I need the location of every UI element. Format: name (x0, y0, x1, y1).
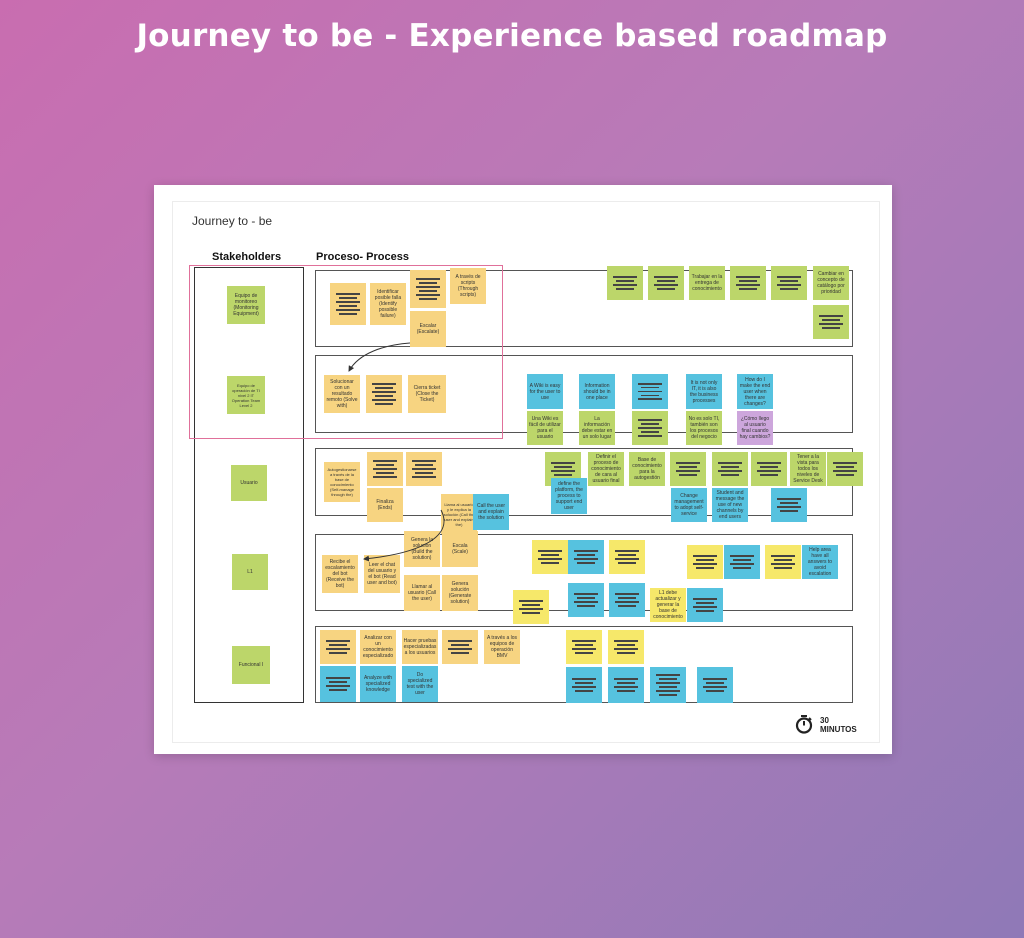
timer: 30 MINUTOS (794, 712, 874, 738)
process-header: Proceso- Process (316, 251, 409, 263)
sticky-note[interactable]: ¿Cómo llego al usuario final cuando hay … (737, 411, 773, 445)
sticky-note[interactable]: How do I make the end user when there ar… (737, 374, 773, 409)
sticky-note[interactable]: Cierra ticket (Close the Ticket) (408, 375, 446, 413)
whiteboard: Journey to - be Stakeholders Proceso- Pr… (154, 185, 892, 754)
sticky-note[interactable] (568, 583, 604, 617)
sticky-note[interactable] (771, 488, 807, 522)
sticky-note[interactable]: define the platform, the process to supp… (551, 478, 587, 514)
sticky-note[interactable]: Help area have all answers to avoid esca… (802, 545, 838, 579)
sticky-note[interactable] (366, 375, 402, 413)
stopwatch-icon (795, 715, 813, 734)
sticky-note[interactable] (670, 452, 706, 486)
sticky-note[interactable] (608, 630, 644, 664)
sticky-note[interactable]: Llamar al usuario (Call the user) (404, 575, 440, 611)
sticky-note[interactable]: Definir el proceso de conocimiento de ca… (588, 452, 624, 486)
sticky-note[interactable]: Autogestionarse a través de la base de c… (324, 462, 360, 502)
sticky-note[interactable]: Cambiar en concepto de catálogo por prio… (813, 266, 849, 300)
stakeholder-note[interactable]: Equipo de operación de TI nivel 2 IT Ope… (227, 376, 265, 414)
sticky-note[interactable]: Analizar con un conocimiento especializa… (360, 630, 396, 664)
sticky-note[interactable] (607, 266, 643, 300)
sticky-note[interactable] (632, 411, 668, 445)
sticky-note[interactable] (320, 630, 356, 664)
sticky-note[interactable]: Identificar posible falla (Identify poss… (370, 283, 406, 325)
sticky-note[interactable]: Una Wiki es fácil de utilizar para el us… (527, 411, 563, 445)
page-title: Journey to be - Experience based roadmap (136, 18, 888, 54)
sticky-note[interactable] (442, 630, 478, 664)
sticky-note[interactable] (632, 374, 668, 409)
sticky-note[interactable] (532, 540, 568, 574)
timer-unit: MINUTOS (820, 725, 857, 734)
stakeholder-note[interactable]: L1 (232, 554, 268, 590)
sticky-note[interactable] (730, 266, 766, 300)
sticky-note[interactable] (410, 270, 446, 308)
sticky-note[interactable] (813, 305, 849, 339)
sticky-note[interactable]: Student and message the use of new chann… (712, 488, 748, 522)
board-frame (172, 201, 880, 743)
stakeholders-header: Stakeholders (212, 251, 282, 263)
sticky-note[interactable]: Information should be in one place (579, 374, 615, 409)
sticky-note[interactable] (609, 540, 645, 574)
sticky-note[interactable] (367, 452, 403, 486)
sticky-note[interactable] (712, 452, 748, 486)
sticky-note[interactable] (827, 452, 863, 486)
sticky-note[interactable] (650, 667, 686, 703)
sticky-note[interactable]: Tener a la vista para todos los niveles … (790, 452, 826, 486)
sticky-note[interactable]: Genera la solución (Build the solution) (404, 531, 440, 567)
sticky-note[interactable]: Finaliza (Ends) (367, 488, 403, 522)
sticky-note[interactable] (608, 667, 644, 703)
stakeholder-note[interactable]: Funcional I (232, 646, 270, 684)
sticky-note[interactable] (566, 630, 602, 664)
swimlane-1 (315, 270, 853, 347)
sticky-note[interactable] (609, 583, 645, 617)
sticky-note[interactable]: Base de conocimiento para la autogestión (629, 452, 665, 486)
sticky-note[interactable] (513, 590, 549, 624)
timer-value: 30 (820, 716, 829, 725)
highlight-frame (189, 265, 503, 439)
sticky-note[interactable]: It is not only IT, it is also the busine… (686, 374, 722, 409)
sticky-note[interactable]: Analyze with specialized knowledge (360, 666, 396, 702)
sticky-note[interactable]: L1 debe actualizar y generar la base de … (650, 588, 686, 622)
sticky-note[interactable] (648, 266, 684, 300)
sticky-note[interactable]: A Wiki is easy for the user to use (527, 374, 563, 409)
sticky-note[interactable] (724, 545, 760, 579)
timer-label: 30 MINUTOS (820, 716, 857, 734)
stakeholder-note[interactable]: Usuario (231, 465, 267, 501)
sticky-note[interactable]: A través a los equipos de operación BMV (484, 630, 520, 664)
sticky-note[interactable] (687, 545, 723, 579)
sticky-note[interactable]: Escalar (Escalate) (410, 311, 446, 347)
sticky-note[interactable] (697, 667, 733, 703)
sticky-note[interactable] (406, 452, 442, 486)
sticky-note[interactable] (771, 266, 807, 300)
sticky-note[interactable]: Solucionar con un resultado remoto (Solv… (324, 375, 360, 413)
sticky-note[interactable]: Genera solución (Generate solution) (442, 575, 478, 611)
sticky-note[interactable]: Change management to adopt self-service (671, 488, 707, 522)
sticky-note[interactable]: Llama al usuario y le explica la solució… (441, 494, 477, 534)
sticky-note[interactable]: Escala (Scale) (442, 531, 478, 567)
sticky-note[interactable] (765, 545, 801, 579)
sticky-note[interactable] (568, 540, 604, 574)
sticky-note[interactable] (687, 588, 723, 622)
sticky-note[interactable] (330, 283, 366, 325)
sticky-note[interactable]: La información debe estar en un solo lug… (579, 411, 615, 445)
sticky-note[interactable]: Leer el chat del usuario y el bot (Read … (364, 555, 400, 593)
sticky-note[interactable] (566, 667, 602, 703)
board-title: Journey to - be (192, 214, 273, 228)
sticky-note[interactable]: Hacer pruebas especializadas a los usuar… (402, 630, 438, 664)
stakeholders-column (194, 267, 304, 703)
sticky-note[interactable]: A través de scripts (Through scripts) (450, 268, 486, 304)
sticky-note[interactable]: No es solo TI, también son los procesos … (686, 411, 722, 445)
sticky-note[interactable]: Trabajar en la entrega de conocimiento (689, 266, 725, 300)
sticky-note[interactable] (751, 452, 787, 486)
sticky-note[interactable]: Recibe el escalamiento del bot (Receive … (322, 555, 358, 593)
sticky-note[interactable]: Call the user and explain the solution (473, 494, 509, 530)
sticky-note[interactable] (320, 666, 356, 702)
stakeholder-note[interactable]: Equipo de monitoreo (Monitoring Equipmen… (227, 286, 265, 324)
sticky-note[interactable]: Do specialized test with the user (402, 666, 438, 702)
